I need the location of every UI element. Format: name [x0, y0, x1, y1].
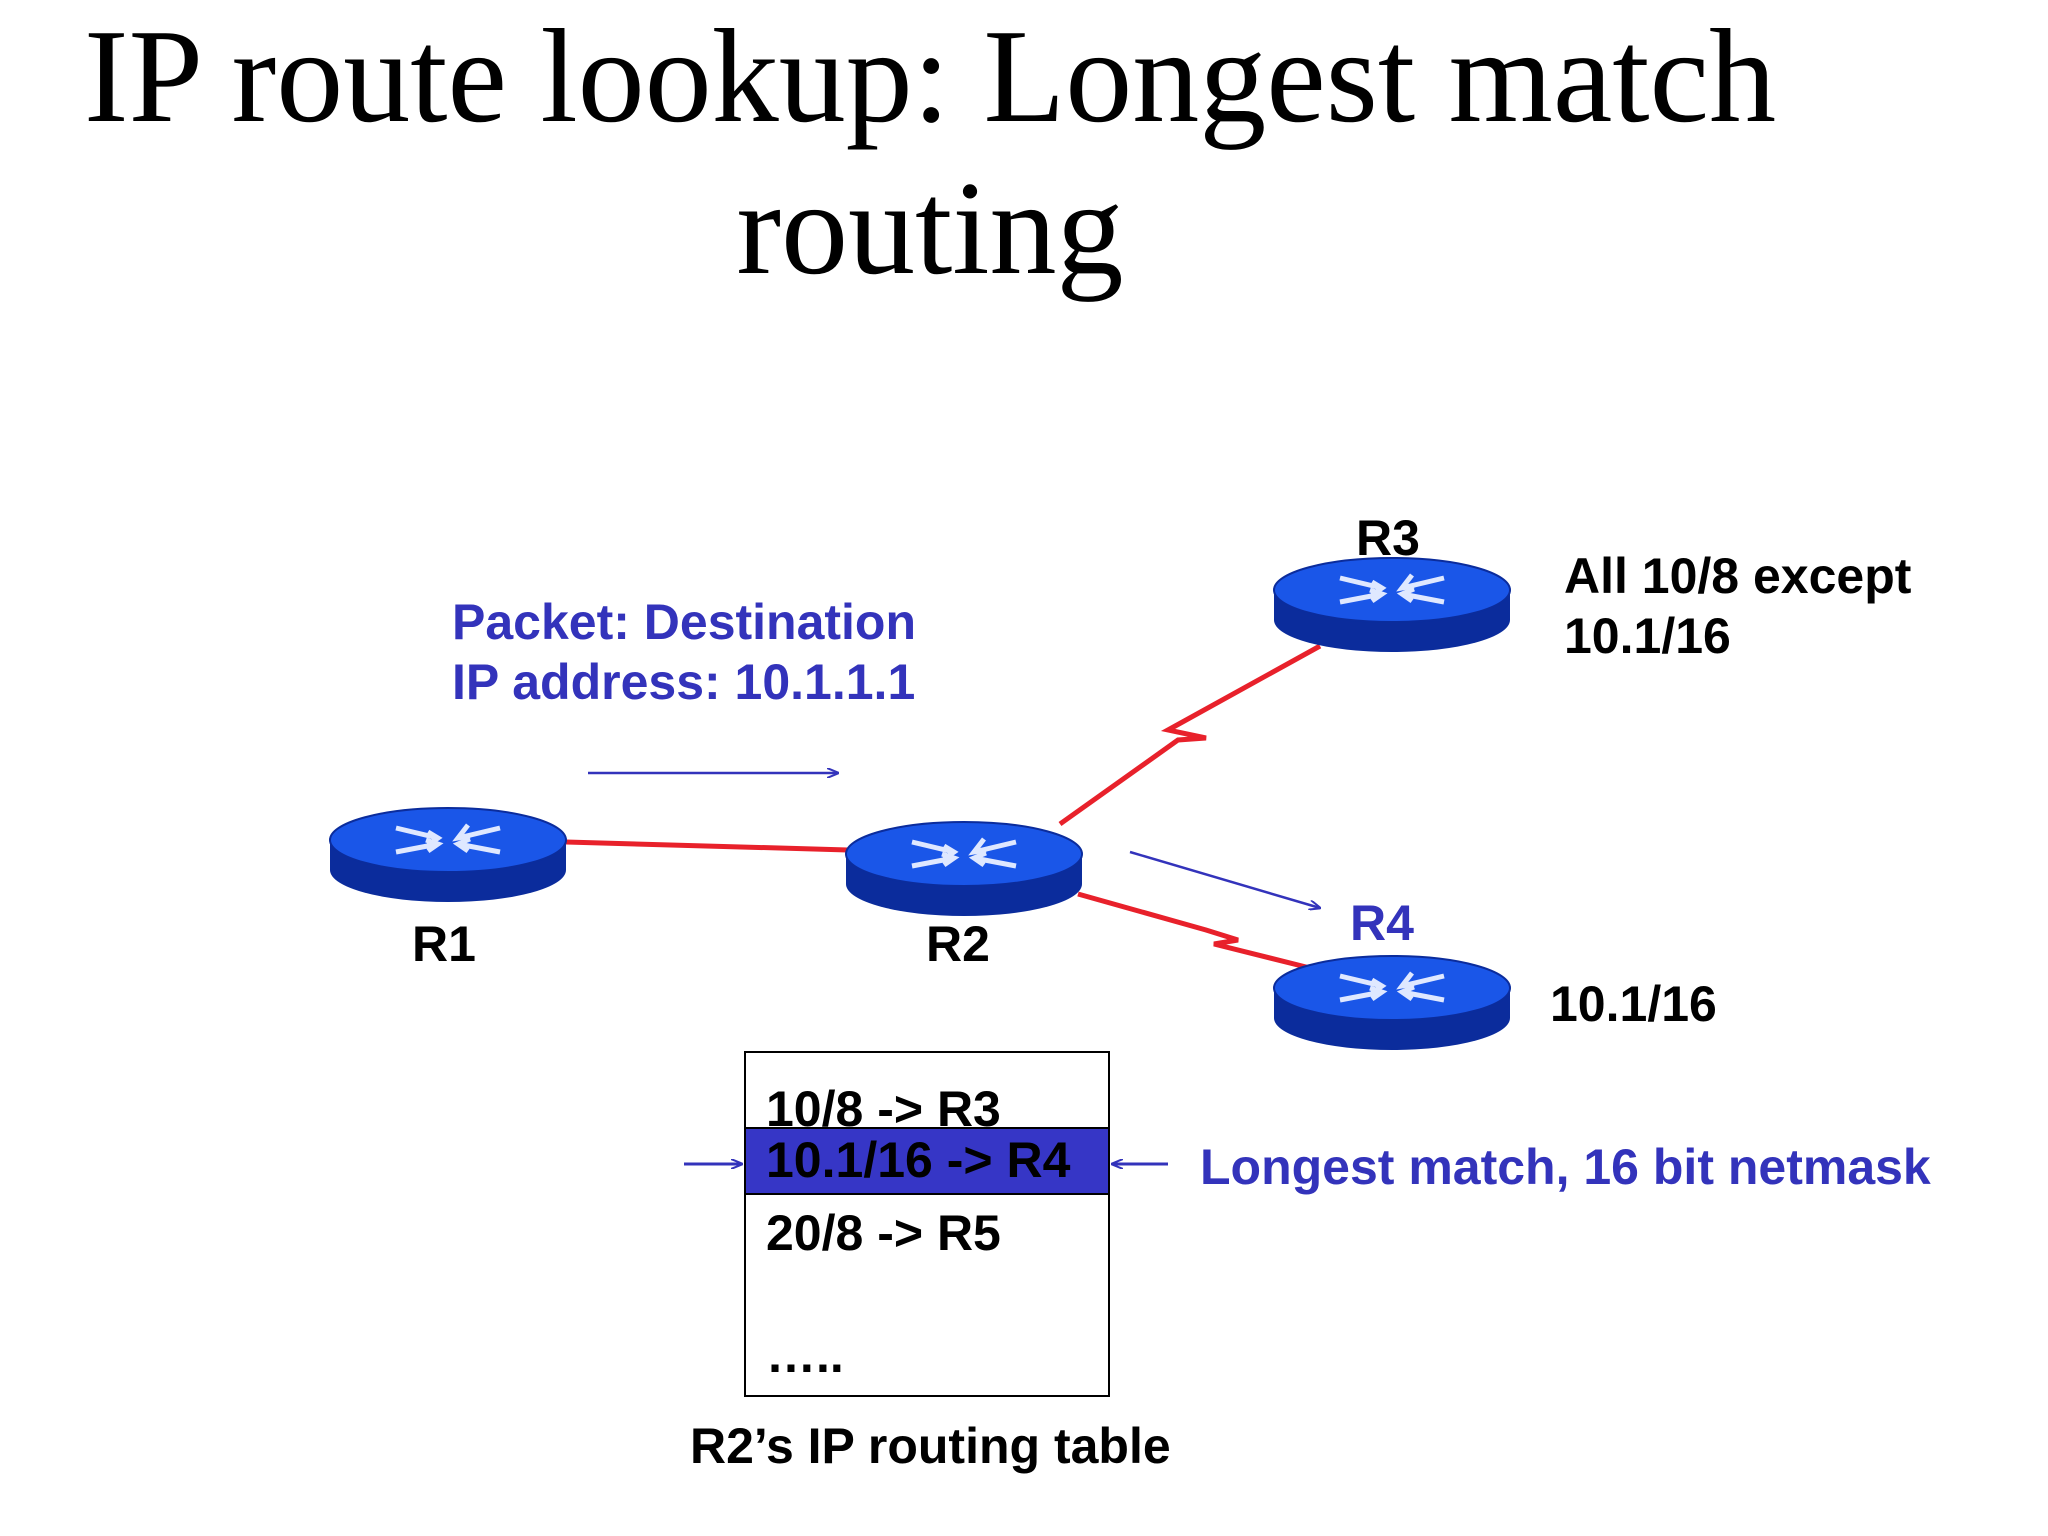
router-r4-label: R4: [1350, 895, 1414, 951]
title-line-2: routing: [736, 154, 1124, 302]
r3-prefix-label: All 10/8 except 10.1/16: [1564, 546, 1911, 666]
router-r3-icon: [1274, 558, 1510, 652]
packet-destination-label: Packet: Destination IP address: 10.1.1.1: [452, 592, 916, 712]
router-r1-icon: [330, 808, 566, 902]
routing-table-row: 20/8 -> R5: [766, 1205, 1001, 1261]
packet-line-2: IP address: 10.1.1.1: [452, 654, 916, 710]
routing-table: 10/8 -> R3 10.1/16 -> R4 20/8 -> R5 …..: [744, 1051, 1110, 1397]
r3-prefix-line-2: 10.1/16: [1564, 608, 1731, 664]
router-r2-icon: [846, 822, 1082, 916]
link-r2-r3: [1058, 643, 1322, 827]
router-r4-icon: [1274, 956, 1510, 1050]
link-r2-r4: [1077, 891, 1311, 971]
page-title: IP route lookup: Longest match routing: [80, 0, 1780, 304]
router-r3-label: R3: [1356, 510, 1420, 566]
link-r1-r2: [565, 839, 849, 853]
routing-table-row-highlighted: 10.1/16 -> R4: [746, 1127, 1108, 1195]
longest-match-annotation: Longest match, 16 bit netmask: [1200, 1139, 1931, 1195]
routing-table-row: …..: [766, 1327, 844, 1383]
router-r2-label: R2: [926, 916, 990, 972]
title-line-1: IP route lookup: Longest match: [83, 2, 1777, 150]
r4-prefix-label: 10.1/16: [1550, 976, 1717, 1032]
r3-prefix-line-1: All 10/8 except: [1564, 548, 1912, 604]
router-r1-label: R1: [412, 916, 476, 972]
routing-table-caption: R2’s IP routing table: [690, 1418, 1171, 1474]
packet-line-1: Packet: Destination: [452, 594, 917, 650]
forward-arrow: [1129, 850, 1320, 908]
